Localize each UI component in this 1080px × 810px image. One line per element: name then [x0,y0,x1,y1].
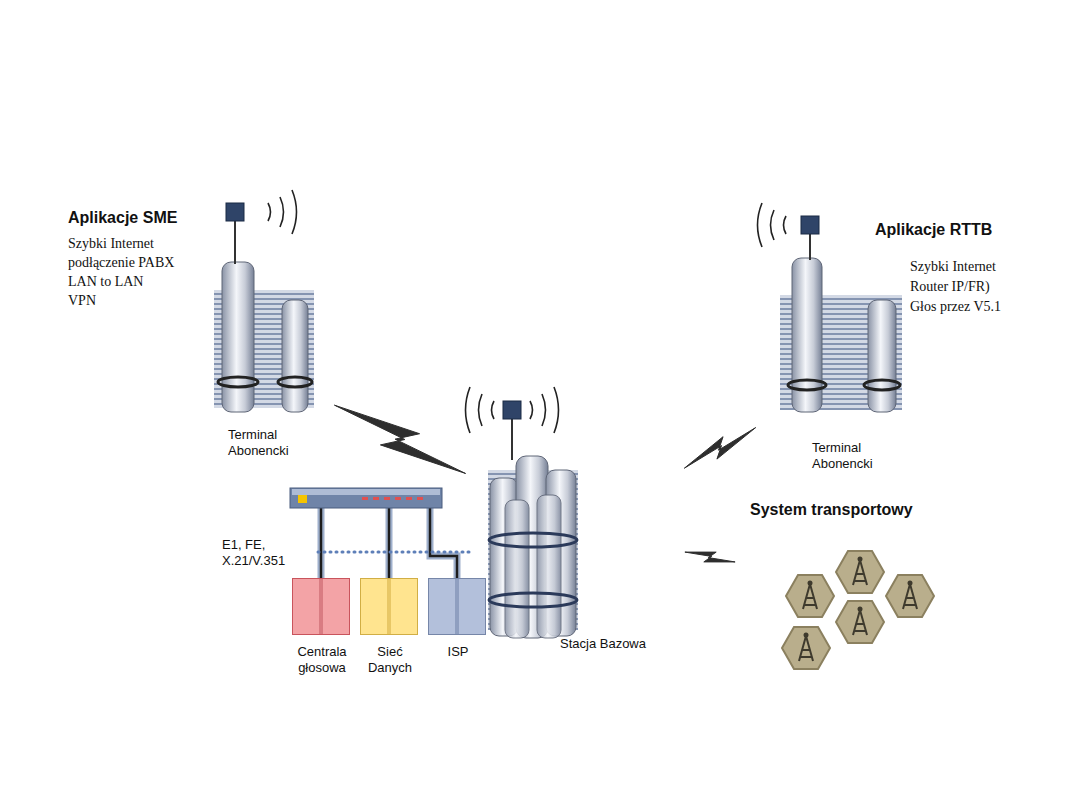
list-item: podłączenie PABX [68,254,174,272]
ring [218,377,258,387]
heading-label: Aplikacje SME [68,208,177,227]
terminal-node: Aplikacje RTTB Szybki InternetRouter IP/F… [760,200,1050,485]
cell-hexagon [886,575,934,617]
radio-waves [758,203,787,247]
cylinder [505,500,529,638]
antenna-mast [809,234,811,260]
cylinder [282,300,308,412]
cell-hexagon [786,575,834,617]
cell-hexagon [782,627,830,669]
radio-link-bolt [685,552,735,562]
list-item: Szybki Internet [68,235,154,253]
radio-waves [466,387,559,433]
ring [489,533,577,547]
radio-waves [268,190,297,234]
caption-label: Centrala głosowa [273,644,371,676]
switch-ports [362,497,423,500]
heading-label: Aplikacje RTTB [875,220,992,239]
terminal-tower [214,190,314,412]
antenna-mast [234,221,236,264]
ring [788,380,826,390]
wires [321,508,457,578]
equipment-box: ISP [428,578,486,635]
list-item: Szybki Internet [910,258,996,276]
list-item: Router IP/FR) [910,278,990,296]
cell-hexagon [836,551,884,593]
heading-label: System transportowy [750,500,913,519]
list-item: VPN [68,292,96,310]
cell-hexagon [836,601,884,643]
radio-link-bolt [684,428,755,469]
caption-label: Stacja Bazowa [560,636,646,652]
ring [278,377,312,387]
terminal-node: Aplikacje SME Szybki Internetpodłączenie … [60,195,330,470]
antenna-mast [511,419,513,460]
caption-label: Terminal Abonencki [812,440,897,472]
antenna [226,203,244,221]
caption-label: Terminal Abonencki [228,427,313,459]
dotted-line [318,551,472,554]
switch-led [298,495,307,503]
equipment-box: Centrala głosowa [292,578,350,635]
cylinder [222,262,254,412]
list-item: LAN to LAN [68,273,143,291]
list-item: Głos przez V5.1 [910,298,1001,316]
switch-body [290,488,442,508]
network-cloud: E1, FE, X.21/V.351Centrala głosowaSieć D… [212,452,520,724]
caption-label: Sieć Danych [357,644,423,676]
network-switch [290,488,472,578]
antenna [801,216,819,234]
equipment-box: Sieć Danych [360,578,418,635]
ring [489,593,577,607]
ring [864,380,900,390]
cylinder [537,495,561,638]
caption-label: E1, FE, X.21/V.351 [222,537,314,569]
switch-top [292,489,440,495]
caption-label: ISP [425,644,491,660]
base-station-node: Stacja Bazowa [470,398,680,663]
transport-node: System transportowy [740,495,965,675]
radio-link-bolt [334,405,465,473]
antenna [503,401,521,419]
cloud-shape [217,459,511,721]
cylinder [868,300,896,412]
transport-cells [782,551,934,669]
